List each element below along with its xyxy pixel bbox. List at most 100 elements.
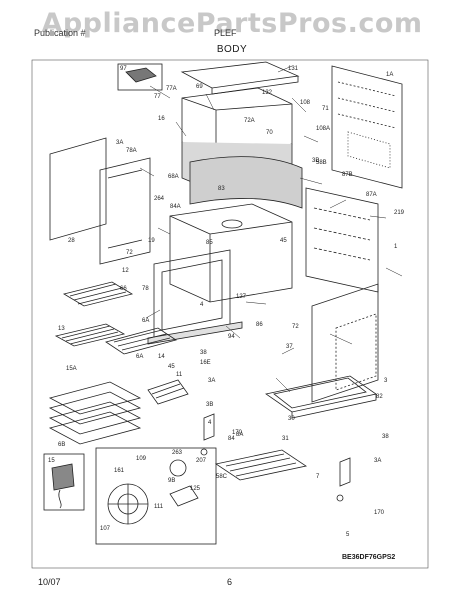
watermark: AppliancePartsPros.com	[41, 8, 423, 39]
callout-38b: 38	[382, 434, 389, 440]
part-convection-fan-box	[95, 447, 217, 545]
callout-84a: 84A	[170, 204, 181, 210]
callout-83: 83	[218, 186, 225, 192]
part-main-oven-body	[169, 203, 293, 303]
callout-15: 15	[48, 458, 55, 464]
exploded-parts-diagram: 97 77A 77 69 131 1A 16 132 108 72A 108A …	[31, 59, 429, 569]
callout-82: 82	[376, 394, 383, 400]
callout-4b: 4	[208, 420, 212, 426]
callout-70: 70	[266, 130, 273, 136]
callout-58b: 58B	[316, 160, 327, 166]
part-hinges	[200, 413, 351, 502]
callout-97: 97	[120, 66, 127, 72]
callout-78a: 78A	[126, 148, 137, 154]
callout-111: 111	[154, 504, 164, 510]
callout-38: 38	[200, 350, 207, 356]
callout-68a: 68A	[168, 174, 179, 180]
part-bake-element	[62, 281, 134, 307]
callout-11: 11	[176, 372, 183, 378]
leader-lines	[139, 65, 403, 393]
callout-12: 12	[122, 268, 129, 274]
callout-263: 263	[172, 450, 183, 456]
callout-30: 30	[288, 416, 295, 422]
part-lower-element	[214, 449, 308, 481]
callout-84: 84	[228, 436, 235, 442]
model-label: PLEF	[214, 28, 237, 38]
callout-207: 207	[196, 458, 207, 464]
publication-label: Publication #	[34, 28, 86, 38]
callout-3a-b: 3A	[208, 378, 215, 384]
callout-5: 5	[346, 532, 350, 538]
callout-15a: 15A	[66, 366, 77, 372]
part-drawer-frame	[265, 375, 377, 419]
callout-3b-b: 3B	[206, 402, 213, 408]
page-number: 6	[227, 577, 233, 587]
callout-66: 66	[120, 286, 127, 292]
part-15-wire-harness	[43, 453, 85, 511]
callout-109: 109	[136, 456, 147, 462]
part-left-side-panel	[49, 137, 151, 265]
callout-72: 72	[126, 250, 133, 256]
callout-31: 31	[282, 436, 289, 442]
callout-45b: 45	[168, 364, 175, 370]
section-title: BODY	[216, 44, 248, 55]
callout-125: 125	[190, 486, 201, 492]
part-back-panel	[331, 65, 403, 189]
callout-6a-b: 6A	[136, 354, 143, 360]
callout-85: 85	[206, 240, 213, 246]
callout-1a: 1A	[386, 72, 393, 78]
callout-86: 86	[256, 322, 263, 328]
diagram-code: BE36DF76GPS2	[342, 554, 396, 561]
callout-8a: 8A	[236, 432, 243, 438]
callout-45: 45	[280, 238, 287, 244]
callout-77a: 77A	[166, 86, 177, 92]
footer-date: 10/07	[38, 577, 61, 587]
part-97-bracket	[117, 63, 163, 91]
callout-3a: 3A	[116, 140, 123, 146]
callout-16e: 16E	[200, 360, 211, 366]
callout-69: 69	[196, 84, 203, 90]
callout-13: 13	[58, 326, 65, 332]
callout-72a: 72A	[244, 118, 255, 124]
callout-170: 170	[232, 430, 243, 436]
part-oven-racks	[48, 381, 142, 445]
callout-14: 14	[158, 354, 165, 360]
callout-87a: 87A	[366, 192, 377, 198]
callout-170b: 170	[374, 510, 385, 516]
callout-161: 161	[114, 468, 125, 474]
part-rear-panel	[311, 283, 379, 403]
callout-108: 108	[300, 100, 311, 106]
callout-71: 71	[322, 106, 329, 112]
callout-1: 1	[394, 244, 398, 250]
diagram-border	[31, 59, 429, 569]
callout-132: 132	[262, 90, 273, 96]
part-broil-rack	[54, 323, 126, 347]
callout-3: 3	[384, 378, 388, 384]
callout-127: 127	[236, 294, 247, 300]
callout-labels: 97 77A 77 69 131 1A 16 132 108 72A 108A …	[48, 66, 405, 538]
callout-9b: 9B	[168, 478, 175, 484]
callout-7: 7	[316, 474, 320, 480]
callout-16: 16	[158, 116, 165, 122]
part-rack-support	[147, 379, 189, 405]
callout-58c: 58C	[216, 474, 228, 480]
callout-3a-c: 3A	[374, 458, 381, 464]
callout-77: 77	[154, 94, 161, 100]
callout-3b: 3B	[312, 158, 319, 164]
part-oven-frame	[147, 249, 243, 345]
callout-264: 264	[154, 196, 165, 202]
part-insulation	[189, 156, 303, 209]
callout-72b: 72	[292, 324, 299, 330]
callout-28: 28	[68, 238, 75, 244]
callout-6a: 6A	[142, 318, 149, 324]
callout-87b: 87B	[342, 172, 353, 178]
callout-108a: 108A	[316, 126, 330, 132]
part-right-side-panel	[305, 187, 379, 293]
callout-219: 219	[394, 210, 405, 216]
callout-4: 4	[200, 302, 204, 308]
callout-6b: 6B	[58, 442, 65, 448]
callout-19: 19	[148, 238, 155, 244]
callout-107: 107	[100, 526, 111, 532]
part-grill-grate	[105, 327, 177, 355]
callout-94: 94	[228, 334, 235, 340]
